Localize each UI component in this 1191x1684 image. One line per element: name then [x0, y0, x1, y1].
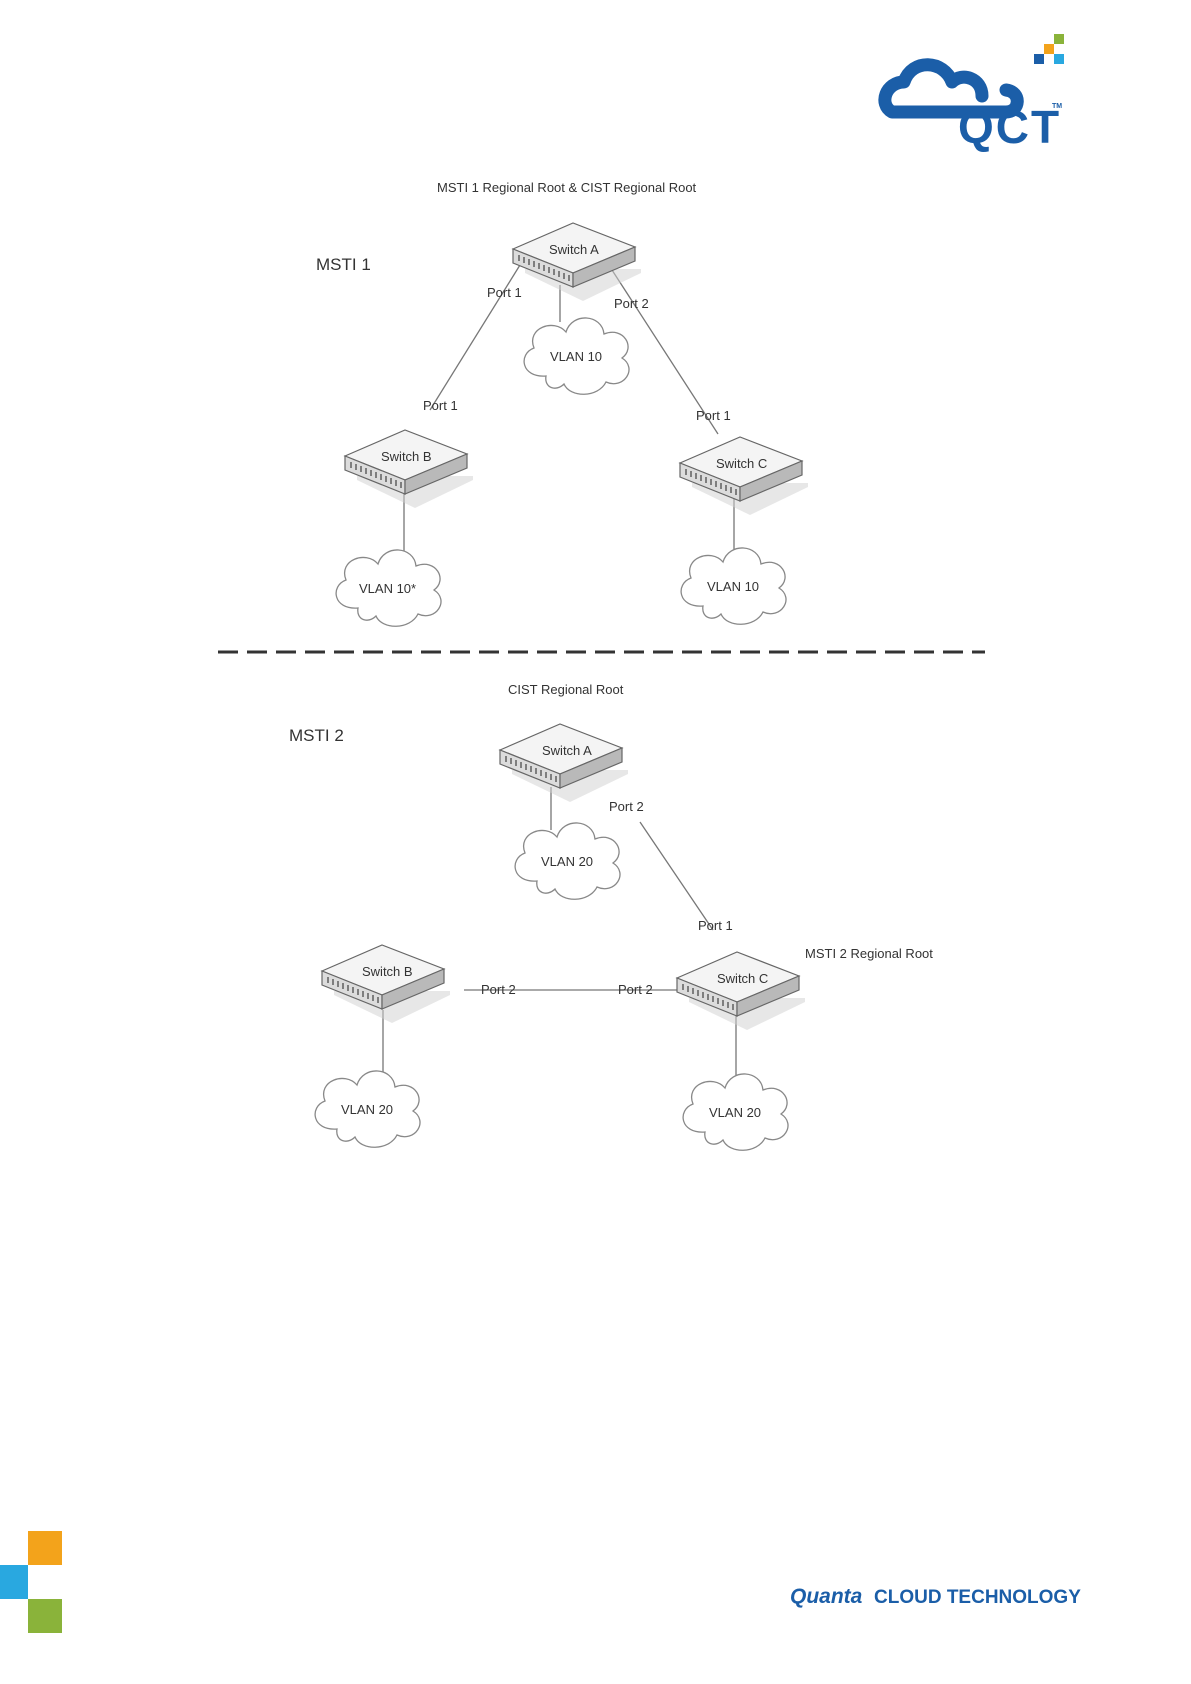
msti1-switch-c-label: Switch C — [716, 456, 767, 471]
msti1-root-caption: MSTI 1 Regional Root & CIST Regional Roo… — [437, 180, 697, 195]
footer-brand: Quanta CLOUD TECHNOLOGY — [790, 1585, 1081, 1608]
msti1-vlan-b-cloud: VLAN 10* — [336, 550, 441, 626]
msti2-vlan-c-cloud: VLAN 20 — [683, 1074, 788, 1150]
msti1-vlan-b-label: VLAN 10* — [359, 581, 416, 596]
msti2-root-caption: CIST Regional Root — [508, 682, 624, 697]
logo-trademark: TM — [1052, 103, 1062, 110]
msti1-switch-a-label: Switch A — [549, 242, 599, 257]
msti1-section: MSTI 1 MSTI 1 Regional Root & CIST Regio… — [316, 180, 808, 626]
msti2-a-port2-label: Port 2 — [609, 799, 644, 814]
msti2-switch-a: Switch A — [500, 724, 628, 802]
msti2-vlan-b-cloud: VLAN 20 — [315, 1071, 420, 1147]
msti2-vlan-b-label: VLAN 20 — [341, 1102, 393, 1117]
msti1-vlan-c-cloud: VLAN 10 — [681, 548, 786, 624]
msti2-c-port2-label: Port 2 — [618, 982, 653, 997]
qct-logo: QCT TM — [885, 34, 1064, 153]
footer-corner-squares — [0, 1531, 62, 1633]
corner-square-orange — [28, 1531, 62, 1565]
msti2-vlan-c-label: VLAN 20 — [709, 1105, 761, 1120]
footer-brand-name: Quanta — [790, 1585, 863, 1608]
msti2-vlan-a-cloud: VLAN 20 — [515, 823, 620, 899]
logo-pixel-cyan — [1054, 54, 1064, 64]
msti1-vlan-c-label: VLAN 10 — [707, 579, 759, 594]
msti1-b-port1-label: Port 1 — [423, 398, 458, 413]
msti1-section-label: MSTI 1 — [316, 255, 371, 274]
msti1-a-port1-label: Port 1 — [487, 285, 522, 300]
msti2-link-a-c — [640, 822, 713, 930]
msti2-c-port1-label: Port 1 — [698, 918, 733, 933]
logo-pixel-blue — [1034, 54, 1044, 64]
corner-square-green — [28, 1599, 62, 1633]
logo-pixel-orange — [1044, 44, 1054, 54]
logo-text: QCT — [958, 101, 1061, 153]
msti2-switch-c-label: Switch C — [717, 971, 768, 986]
msti2-switch-b: Switch B — [322, 945, 450, 1023]
msti1-c-port1-label: Port 1 — [696, 408, 731, 423]
msti2-switch-c: Switch C — [677, 952, 805, 1030]
msti1-switch-b-label: Switch B — [381, 449, 432, 464]
msti1-a-port2-label: Port 2 — [614, 296, 649, 311]
msti2-section: MSTI 2 CIST Regional Root MSTI 2 Regiona… — [289, 682, 933, 1150]
msti1-switch-c: Switch C — [680, 437, 808, 515]
msti2-switch-b-label: Switch B — [362, 964, 413, 979]
msti2-b-port2-label: Port 2 — [481, 982, 516, 997]
msti2-vlan-a-label: VLAN 20 — [541, 854, 593, 869]
msti1-switch-b: Switch B — [345, 430, 473, 508]
logo-pixel-green — [1054, 34, 1064, 44]
footer-brand-suffix: CLOUD TECHNOLOGY — [874, 1587, 1081, 1608]
msti1-vlan-a-label: VLAN 10 — [550, 349, 602, 364]
msti1-vlan-a-cloud: VLAN 10 — [524, 318, 629, 394]
msti2-switch-a-label: Switch A — [542, 743, 592, 758]
corner-square-cyan — [0, 1565, 28, 1599]
msti2-c-caption: MSTI 2 Regional Root — [805, 946, 933, 961]
msti2-section-label: MSTI 2 — [289, 726, 344, 745]
msti1-switch-a: Switch A — [513, 223, 641, 301]
